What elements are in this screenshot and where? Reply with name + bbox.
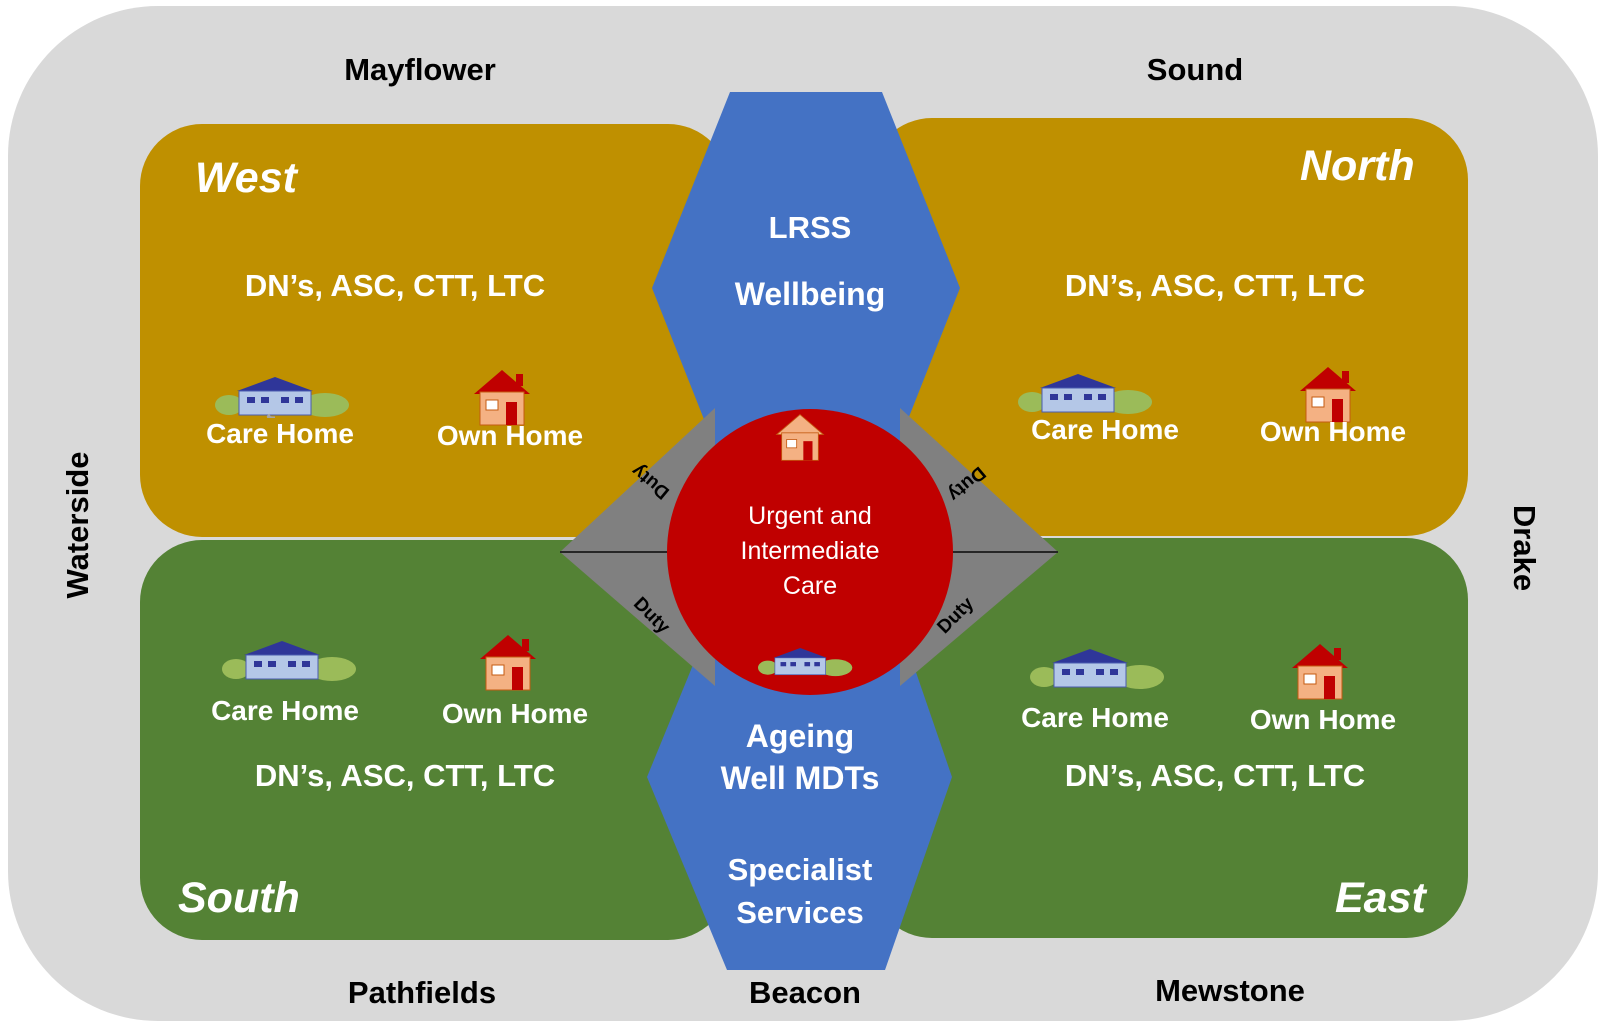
own-home-icon (478, 633, 538, 696)
center-line3: Care (782, 572, 838, 600)
region-north: North (1300, 142, 1415, 190)
region-south: South (178, 874, 300, 922)
care-home-icon (222, 637, 357, 687)
care-home-icon (1030, 645, 1165, 695)
own-home-label-north: Own Home (1259, 416, 1407, 447)
label-mayflower: Mayflower (344, 52, 496, 87)
region-west: West (195, 154, 297, 202)
own-home-label-west: Own Home (436, 420, 584, 451)
care-home-label-east: Care Home (1021, 702, 1169, 733)
hex-top-wellbeing: Wellbeing (734, 276, 886, 312)
center-line2: Intermediate (740, 537, 880, 565)
region-east: East (1335, 874, 1426, 922)
services-east: DN’s, ASC, CTT, LTC (1064, 758, 1366, 793)
services-north: DN’s, ASC, CTT, LTC (1064, 268, 1366, 303)
hex-bottom-specialist: Specialist (727, 852, 873, 887)
care-home-label-north: Care Home (1031, 414, 1179, 445)
hex-top-lrss: LRSS (768, 210, 852, 245)
own-home-icon (775, 412, 825, 467)
care-home-icon (758, 645, 853, 682)
label-pathfields: Pathfields (347, 975, 497, 1010)
center-circle (667, 409, 953, 695)
label-drake: Drake (1507, 504, 1542, 592)
quadrant-north (870, 118, 1468, 536)
own-home-icon (472, 368, 532, 431)
care-home-icon (215, 373, 350, 423)
label-beacon: Beacon (749, 975, 861, 1010)
own-home-label-south: Own Home (441, 698, 589, 729)
label-mewstone: Mewstone (1155, 973, 1305, 1008)
care-home-label-west: Care Home (206, 418, 354, 449)
own-home-icon (1298, 365, 1358, 428)
hex-bottom-ageing: Ageing (745, 718, 855, 754)
own-home-icon (1290, 642, 1350, 705)
services-south: DN’s, ASC, CTT, LTC (254, 758, 556, 793)
center-line1: Urgent and (748, 502, 872, 530)
bottom-hexagon (647, 582, 952, 970)
quadrant-west (140, 124, 730, 537)
label-waterside: Waterside (60, 451, 95, 599)
hex-bottom-services: Services (736, 895, 864, 930)
own-home-label-east: Own Home (1249, 704, 1397, 735)
top-hexagon (652, 92, 960, 485)
services-west: DN’s, ASC, CTT, LTC (244, 268, 546, 303)
care-home-label-south: Care Home (211, 695, 359, 726)
care-home-icon (1018, 370, 1153, 420)
label-sound: Sound (1146, 52, 1244, 87)
hex-bottom-mdts: Well MDTs (720, 760, 880, 796)
